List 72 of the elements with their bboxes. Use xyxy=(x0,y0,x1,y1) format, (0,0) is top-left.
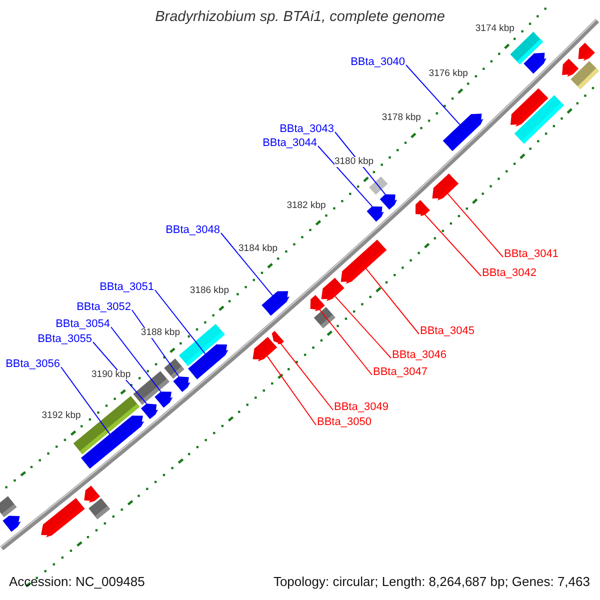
genome-info-text: Topology: circular; Length: 8,264,687 bp; Genes: 7,463 xyxy=(273,574,590,589)
leader-line xyxy=(447,193,504,258)
gene-label: BBta_3049 xyxy=(334,401,388,413)
gene-label: BBta_3040 xyxy=(350,56,405,68)
leader-line xyxy=(334,296,392,358)
scale-label: 3182 kbp xyxy=(286,200,326,211)
gene-label: BBta_3051 xyxy=(100,281,154,293)
gene-label: BBta_3050 xyxy=(317,416,372,428)
gene-block xyxy=(88,498,110,520)
scale-label: 3174 kbp xyxy=(475,24,514,34)
leader-line xyxy=(266,356,316,426)
gene-label: BBta_3043 xyxy=(280,123,334,135)
gene-block xyxy=(514,95,564,144)
gene-label: BBta_3047 xyxy=(373,366,428,378)
gene-label: BBta_3046 xyxy=(392,349,446,361)
gene-feature xyxy=(173,376,190,392)
leader-line xyxy=(280,343,334,410)
gene-label: BBta_3056 xyxy=(6,358,60,370)
gene-feature xyxy=(578,42,595,61)
scale-label: 3192 kbp xyxy=(42,411,81,422)
leader-line xyxy=(154,290,206,354)
gene-label: BBta_3052 xyxy=(76,301,131,313)
leader-line xyxy=(318,146,373,207)
gene-label: BBta_3041 xyxy=(504,248,558,260)
gene-block xyxy=(314,307,336,328)
gene-label: BBta_3044 xyxy=(262,137,317,149)
gene-label: BBta_3048 xyxy=(166,224,220,236)
gene-feature xyxy=(262,291,290,316)
leader-line xyxy=(424,214,482,276)
leader-line xyxy=(366,268,420,334)
leader-line xyxy=(132,310,180,377)
gene-feature xyxy=(310,295,325,312)
gene-block xyxy=(570,60,600,90)
gene-label: BBta_3054 xyxy=(56,318,110,330)
scale-label: 3188 kbp xyxy=(140,328,180,338)
gene-block xyxy=(369,176,390,198)
gene-feature xyxy=(380,194,398,210)
leader-line xyxy=(60,366,110,435)
gene-feature xyxy=(321,278,344,302)
gene-feature xyxy=(84,486,100,503)
scale-label: 3184 kbp xyxy=(238,244,278,254)
scale-label: 3178 kbp xyxy=(382,113,421,124)
gene-feature xyxy=(2,516,21,532)
gene-feature xyxy=(562,58,579,77)
gene-feature xyxy=(272,330,284,344)
gene-label: BBta_3042 xyxy=(482,267,536,279)
gene-feature xyxy=(188,344,228,380)
title: Bradyrhizobium sp. BTAi1, complete genome xyxy=(154,9,446,25)
gene-feature xyxy=(366,206,384,222)
gene-block xyxy=(164,358,184,379)
gene-block xyxy=(0,496,17,518)
gene-feature xyxy=(80,416,144,469)
leader-line xyxy=(319,309,372,376)
gene-feature xyxy=(340,240,387,284)
leader-line xyxy=(406,64,460,126)
gene-feature xyxy=(41,498,85,538)
gene-feature xyxy=(252,336,277,362)
accession-text: Accession: NC_009485 xyxy=(9,574,145,589)
scale-label: 3180 kbp xyxy=(334,157,374,168)
scale-label: 3176 kbp xyxy=(428,69,468,80)
gene-label: BBta_3045 xyxy=(420,325,474,337)
gene-feature xyxy=(416,200,430,216)
gene-feature xyxy=(524,52,546,74)
gene-feature xyxy=(442,114,484,151)
scale-label: 3186 kbp xyxy=(190,286,229,296)
gene-feature xyxy=(432,173,458,200)
gene-label: BBta_3055 xyxy=(38,333,92,345)
gene-feature xyxy=(140,404,158,420)
leader-line xyxy=(110,326,162,392)
scale-label: 3190 kbp xyxy=(92,370,131,380)
gene-feature xyxy=(154,392,173,408)
leader-line xyxy=(220,232,274,296)
